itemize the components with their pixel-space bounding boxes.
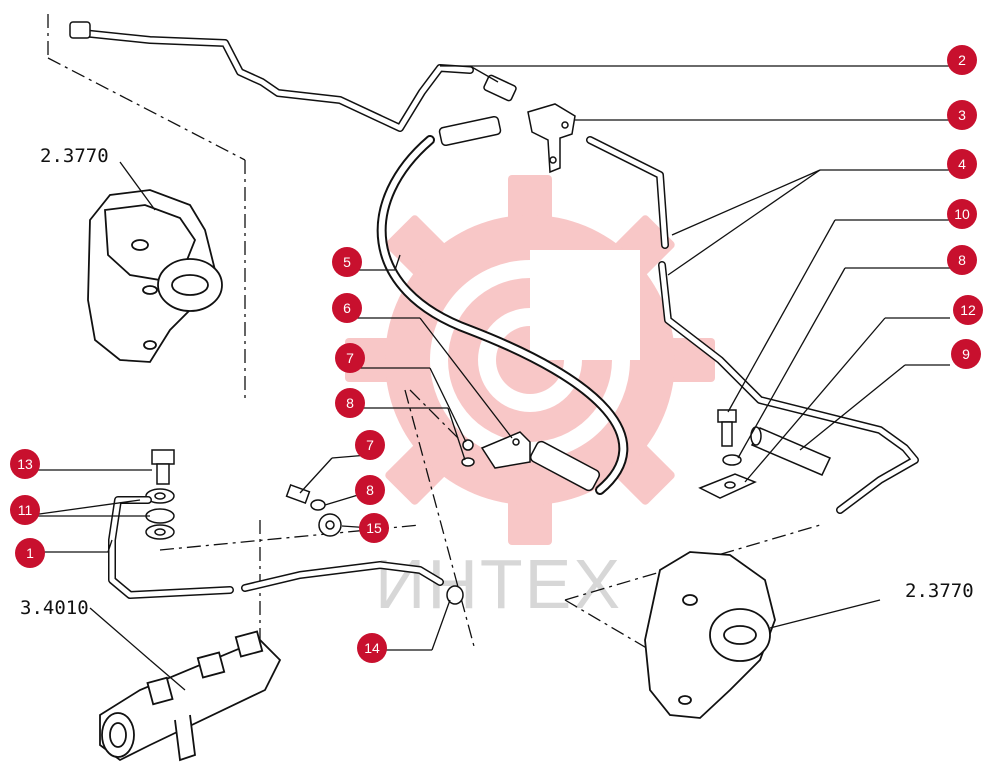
junction-bracket (527, 103, 576, 174)
callout-12: 12 (953, 295, 983, 325)
callout-label: 14 (364, 640, 380, 656)
callout-8-lower: 8 (355, 475, 385, 505)
master-cylinder (99, 630, 282, 762)
callout-label: 10 (954, 206, 970, 222)
front-brake-line (108, 496, 444, 599)
sleeve-part-9 (750, 426, 832, 476)
flexible-hose (376, 115, 629, 495)
callout-label: 8 (366, 482, 374, 498)
callout-1: 1 (15, 538, 45, 568)
ref-master-cylinder: 3.4010 (20, 597, 89, 619)
washer-part-8 (722, 454, 742, 466)
callout-9: 9 (951, 339, 981, 369)
callout-14: 14 (357, 633, 387, 663)
callout-label: 7 (366, 437, 374, 453)
callout-11: 11 (10, 495, 40, 525)
callout-2: 2 (947, 45, 977, 75)
callout-label: 7 (346, 350, 354, 366)
callout-8-right: 8 (947, 245, 977, 275)
callout-6: 6 (332, 293, 362, 323)
callout-label: 3 (958, 107, 966, 123)
bolt-part-10 (717, 409, 737, 447)
plate-part-12 (698, 473, 757, 499)
callout-3: 3 (947, 100, 977, 130)
watermark-text: ИНТЕХ (375, 545, 622, 623)
callout-label: 11 (18, 502, 33, 518)
fittings-part-7-8-15 (285, 439, 475, 605)
callout-8-center: 8 (335, 388, 365, 418)
callout-label: 6 (343, 300, 351, 316)
callout-label: 4 (958, 156, 966, 172)
callout-label: 15 (366, 520, 382, 536)
callout-13: 13 (10, 449, 40, 479)
ref-left-caliper: 2.3770 (40, 145, 109, 167)
callout-label: 13 (17, 456, 33, 472)
hose-bracket (480, 431, 531, 469)
callout-label: 8 (958, 252, 966, 268)
right-brake-line (586, 136, 919, 514)
callout-label: 12 (960, 302, 976, 318)
top-brake-line (78, 29, 474, 132)
bolt-part-13 (151, 449, 175, 485)
callout-label: 8 (346, 395, 354, 411)
callout-5: 5 (332, 247, 362, 277)
callout-7-center: 7 (335, 343, 365, 373)
callout-label: 5 (343, 254, 351, 270)
callout-7-lower: 7 (355, 430, 385, 460)
washers-part-11 (145, 488, 175, 540)
left-caliper (87, 189, 223, 363)
callout-4: 4 (947, 149, 977, 179)
callout-15: 15 (359, 513, 389, 543)
callout-label: 2 (958, 52, 966, 68)
right-caliper (644, 551, 776, 719)
top-line-fitting (69, 21, 517, 102)
leader-lines (24, 65, 950, 691)
ref-right-caliper: 2.3770 (905, 580, 974, 602)
callout-label: 9 (962, 346, 970, 362)
callout-10: 10 (947, 199, 977, 229)
callout-label: 1 (26, 545, 34, 561)
